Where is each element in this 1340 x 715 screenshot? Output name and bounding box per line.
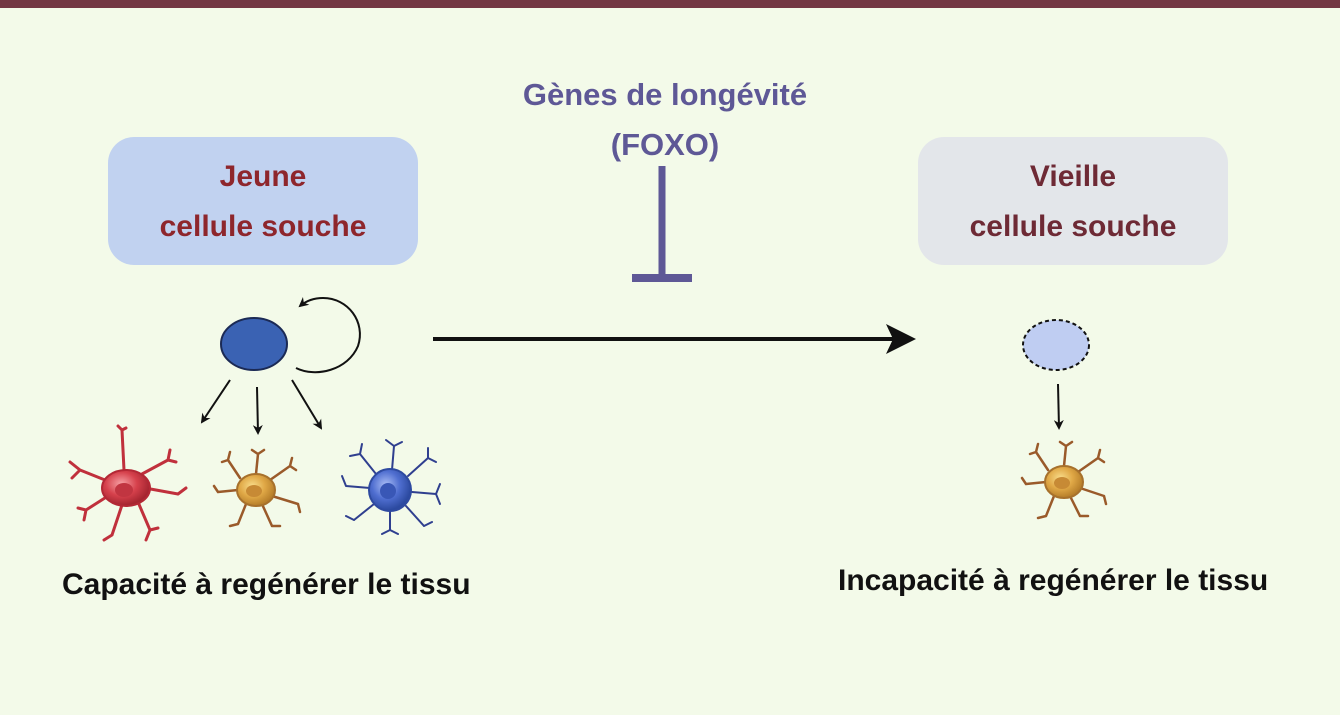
differentiation-arrow-middle-icon [252,386,263,435]
old-yellow-differentiated-cell [1020,440,1108,520]
top-bar [0,0,1340,8]
old-caption: Incapacité à regénérer le tissu [838,564,1269,597]
differentiation-arrow-right-icon [291,379,323,430]
differentiation-arrow-left-icon [200,379,231,424]
young-stem-cell-box: Jeune cellule souche [108,137,418,265]
old-stem-cell-box: Vieille cellule souche [918,137,1228,265]
yellow-differentiated-cell [212,448,302,528]
longevity-genes-line2: (FOXO) [610,127,720,162]
old-differentiation-arrow-icon [1053,383,1064,430]
inhibition-t-bar-icon [632,166,692,282]
old-stem-cell-line1: Vieille [1029,160,1117,193]
old-stem-cell [1022,319,1090,371]
longevity-genes-line1: Gènes de longévité [522,77,808,112]
young-stem-cell-line1: Jeune [219,160,307,193]
longevity-genes-label: Gènes de longévité (FOXO) [480,70,850,170]
blue-differentiated-cell [341,439,441,535]
old-stem-cell-line2: cellule souche [969,210,1177,243]
aging-arrow-icon [433,324,916,354]
young-stem-cell-line2: cellule souche [159,210,367,243]
young-caption: Capacité à regénérer le tissu [62,568,471,601]
red-differentiated-cell [68,424,188,542]
young-stem-cell [220,317,288,371]
self-renewal-arrow-icon [295,296,361,374]
